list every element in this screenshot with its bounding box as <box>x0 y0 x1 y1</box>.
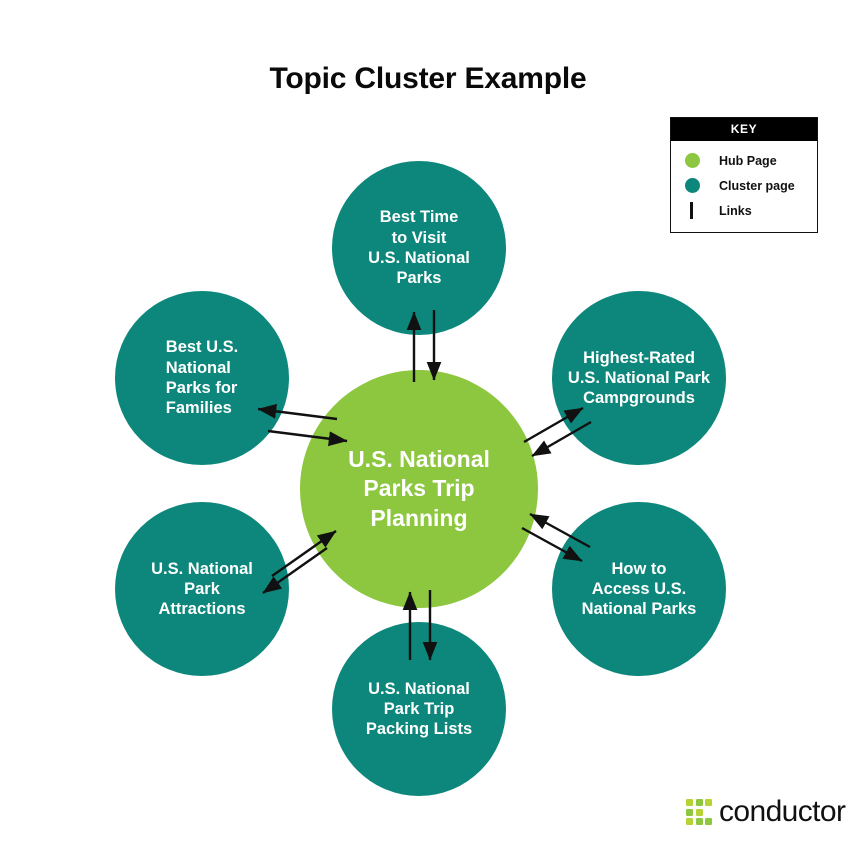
dot-grid-icon <box>686 799 712 825</box>
cluster-node-label: U.S. National Park Attractions <box>151 559 253 619</box>
cluster-node-label: Highest-Rated U.S. National Park Campgro… <box>567 348 711 408</box>
cluster-node-best-time-to-visit[interactable]: Best Time to Visit U.S. National Parks <box>332 161 506 335</box>
legend-body: Hub Page Cluster page Links <box>671 141 817 232</box>
legend-item-cluster-page: Cluster page <box>671 173 817 198</box>
legend-label-hub-page: Hub Page <box>719 153 777 168</box>
legend-item-hub-page: Hub Page <box>671 148 817 173</box>
cluster-node-park-attractions[interactable]: U.S. National Park Attractions <box>115 502 289 676</box>
cluster-node-packing-lists[interactable]: U.S. National Park Trip Packing Lists <box>332 622 506 796</box>
cluster-node-how-to-access[interactable]: How to Access U.S. National Parks <box>552 502 726 676</box>
cluster-node-highest-rated-campgrounds[interactable]: Highest-Rated U.S. National Park Campgro… <box>552 291 726 465</box>
legend-label-links: Links <box>719 203 752 218</box>
cluster-node-label: Best U.S. National Parks for Families <box>165 338 239 418</box>
conductor-wordmark: conductor <box>719 795 846 828</box>
hub-node[interactable]: U.S. National Parks Trip Planning <box>300 370 538 608</box>
legend-key-box: KEY Hub Page Cluster page Links <box>670 117 818 233</box>
green-dot-icon <box>685 153 719 168</box>
cluster-node-label: Best Time to Visit U.S. National Parks <box>368 208 470 288</box>
cluster-node-label: How to Access U.S. National Parks <box>581 559 697 619</box>
vertical-bar-icon <box>685 202 719 219</box>
teal-dot-icon <box>685 178 719 193</box>
legend-item-links: Links <box>671 198 817 223</box>
page-title: Topic Cluster Example <box>269 62 587 95</box>
legend-header: KEY <box>671 118 817 141</box>
legend-label-cluster-page: Cluster page <box>719 178 795 193</box>
cluster-node-label: U.S. National Park Trip Packing Lists <box>365 679 473 739</box>
hub-node-label: U.S. National Parks Trip Planning <box>348 445 490 531</box>
cluster-node-parks-for-families[interactable]: Best U.S. National Parks for Families <box>115 291 289 465</box>
conductor-logo: conductor <box>686 795 846 828</box>
